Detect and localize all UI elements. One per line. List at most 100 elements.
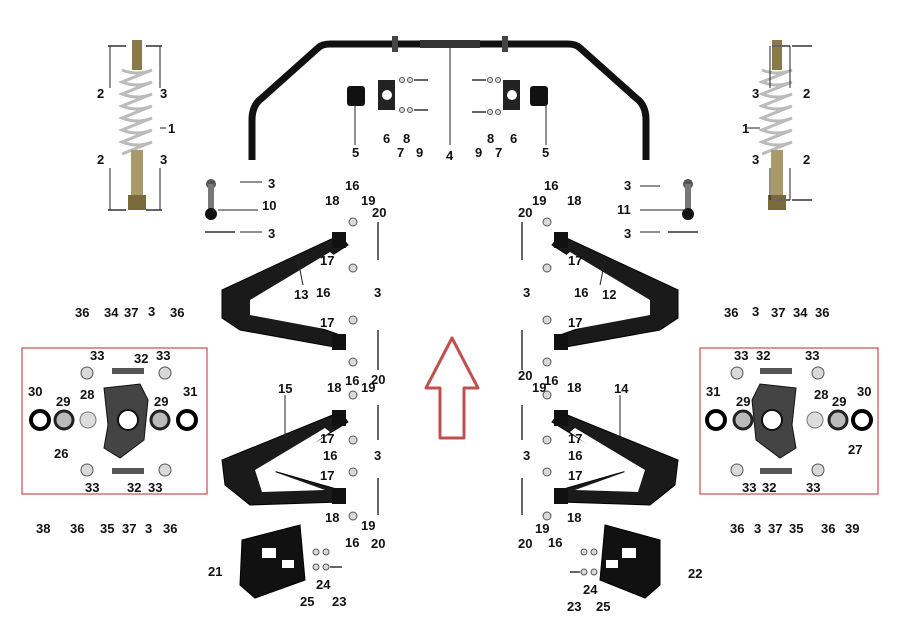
- callout-36: 36: [163, 521, 177, 536]
- shock-absorber-left: [117, 40, 153, 210]
- shock-absorber-right: [757, 40, 793, 210]
- callout-18: 18: [567, 380, 581, 395]
- callout-23: 23: [567, 599, 581, 614]
- callout-11: 11: [617, 202, 631, 217]
- callout-19: 19: [532, 193, 546, 208]
- callout-16: 16: [345, 178, 359, 193]
- callout-36: 36: [730, 521, 744, 536]
- callout-20: 20: [371, 372, 385, 387]
- callout-2: 2: [97, 152, 104, 167]
- callout-labels: 1 1 2 2 2 2 3 3 3 3 3 3 3 3 3 3 3 3 3 3 …: [28, 86, 871, 614]
- callout-16: 16: [345, 535, 359, 550]
- callout-24: 24: [316, 577, 331, 592]
- callout-21: 21: [208, 564, 222, 579]
- callout-28: 28: [80, 387, 94, 402]
- callout-33: 33: [148, 480, 162, 495]
- callout-10: 10: [262, 198, 276, 213]
- knuckle-right: [705, 366, 873, 477]
- callout-3: 3: [148, 304, 155, 319]
- callout-16: 16: [323, 448, 337, 463]
- bar-bushings: [347, 77, 548, 115]
- skid-plate-hardware: [312, 548, 598, 576]
- callout-26: 26: [54, 446, 68, 461]
- callout-19: 19: [535, 521, 549, 536]
- callout-18: 18: [327, 380, 341, 395]
- callout-33: 33: [742, 480, 756, 495]
- callout-18: 18: [567, 510, 581, 525]
- callout-16: 16: [568, 448, 582, 463]
- lower-a-arm-right: [551, 410, 679, 506]
- callout-25: 25: [596, 599, 610, 614]
- callout-19: 19: [361, 518, 375, 533]
- callout-3: 3: [160, 152, 167, 167]
- callout-20: 20: [518, 368, 532, 383]
- callout-23: 23: [332, 594, 346, 609]
- stabilizer-bar: [248, 36, 650, 160]
- callout-35: 35: [100, 521, 114, 536]
- callout-20: 20: [518, 536, 532, 551]
- callout-3: 3: [145, 521, 152, 536]
- knuckle-left: [29, 366, 198, 477]
- callout-31: 31: [706, 384, 720, 399]
- callout-16: 16: [316, 285, 330, 300]
- callout-29: 29: [154, 394, 168, 409]
- callout-34: 34: [104, 305, 119, 320]
- callout-19: 19: [532, 380, 546, 395]
- callout-6: 6: [510, 131, 517, 146]
- callout-3: 3: [374, 448, 381, 463]
- callout-34: 34: [793, 305, 808, 320]
- callout-3: 3: [268, 176, 275, 191]
- callout-31: 31: [183, 384, 197, 399]
- callout-37: 37: [768, 521, 782, 536]
- callout-1-right: 1: [742, 121, 749, 136]
- callout-13: 13: [294, 287, 308, 302]
- callout-16: 16: [574, 285, 588, 300]
- callout-6: 6: [383, 131, 390, 146]
- callout-25: 25: [300, 594, 314, 609]
- callout-17: 17: [568, 431, 582, 446]
- callout-19: 19: [361, 193, 375, 208]
- callout-17: 17: [568, 468, 582, 483]
- callout-18: 18: [567, 193, 581, 208]
- callout-3: 3: [523, 448, 530, 463]
- lower-a-arm-left: [221, 410, 349, 506]
- callout-4: 4: [446, 148, 454, 163]
- skid-plate-left: [239, 524, 306, 599]
- callout-30: 30: [857, 384, 871, 399]
- callout-16: 16: [544, 178, 558, 193]
- callout-37: 37: [771, 305, 785, 320]
- callout-3: 3: [624, 226, 631, 241]
- pivot-hardware: [348, 217, 552, 521]
- callout-33: 33: [90, 348, 104, 363]
- callout-3: 3: [754, 521, 761, 536]
- knuckle-assembly-box-left: [21, 347, 208, 495]
- skid-plate-right: [599, 524, 661, 599]
- callout-32: 32: [127, 480, 141, 495]
- callout-36: 36: [815, 305, 829, 320]
- callout-7: 7: [495, 145, 502, 160]
- callout-18: 18: [325, 193, 339, 208]
- callout-5: 5: [352, 145, 359, 160]
- callout-3: 3: [374, 285, 381, 300]
- callout-14: 14: [614, 381, 629, 396]
- callout-2: 2: [97, 86, 104, 101]
- shock-bolts: [108, 45, 812, 211]
- callout-28: 28: [814, 387, 828, 402]
- callout-3: 3: [752, 152, 759, 167]
- callout-19: 19: [361, 380, 375, 395]
- callout-17: 17: [320, 253, 334, 268]
- callout-27: 27: [848, 442, 862, 457]
- callout-16: 16: [548, 535, 562, 550]
- callout-12: 12: [602, 287, 616, 302]
- callout-29: 29: [832, 394, 846, 409]
- callout-32: 32: [762, 480, 776, 495]
- callout-9: 9: [475, 145, 482, 160]
- callout-36: 36: [724, 305, 738, 320]
- callout-17: 17: [568, 315, 582, 330]
- callout-1-left: 1: [168, 121, 175, 136]
- callout-35: 35: [789, 521, 803, 536]
- stabilizer-links: [205, 179, 698, 233]
- callout-33: 33: [85, 480, 99, 495]
- callout-36: 36: [70, 521, 84, 536]
